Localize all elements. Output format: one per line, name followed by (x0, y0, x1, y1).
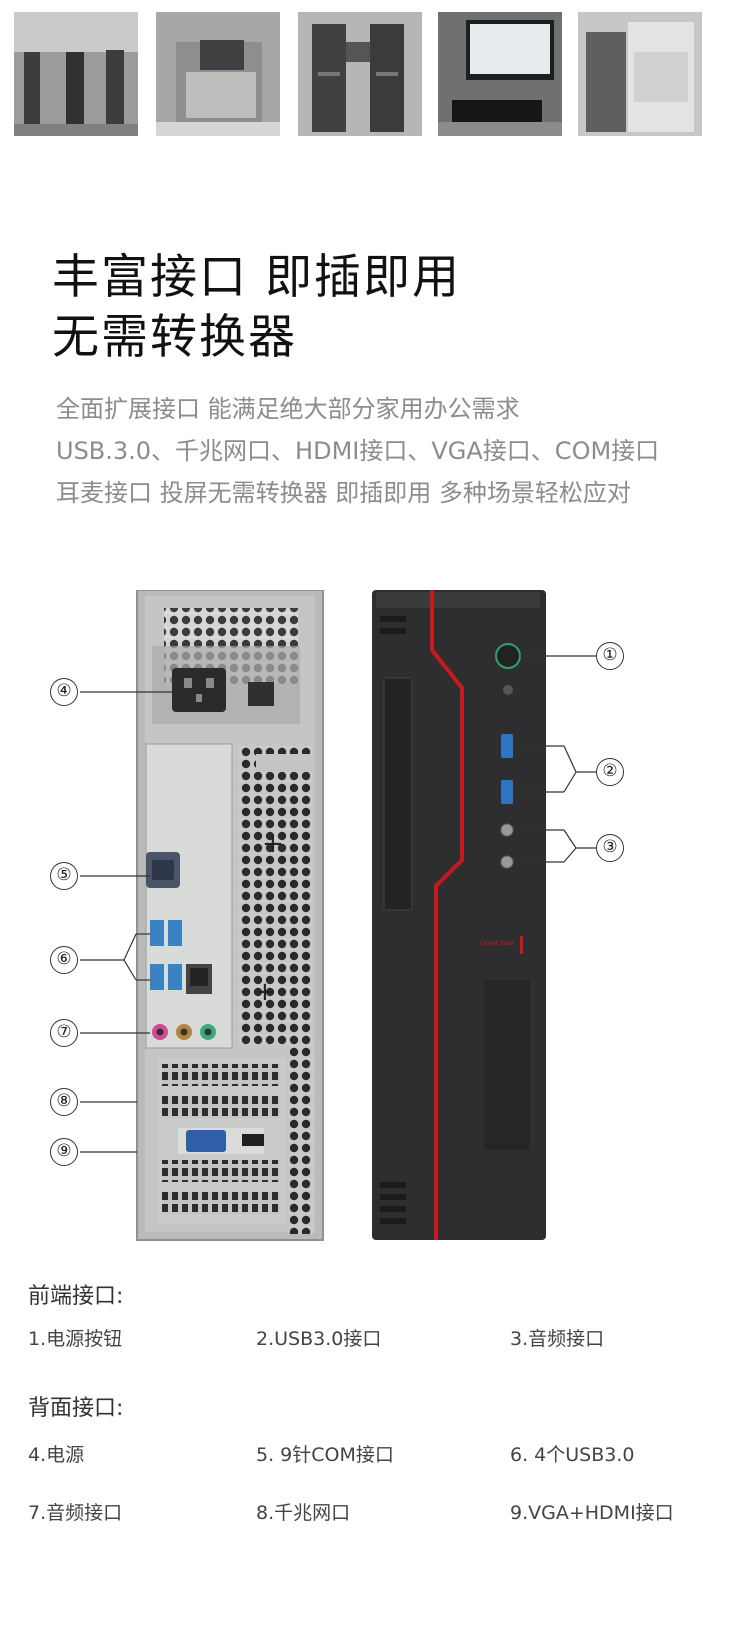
back-port-item: 4.电源 (28, 1444, 85, 1466)
svg-text:+: + (262, 829, 284, 859)
callout-6: ⑥ (50, 946, 78, 974)
brand-mark: Great Wall (480, 939, 514, 947)
rear-panel-view: + + (136, 589, 324, 1241)
pc-illustration: + + (80, 589, 596, 1241)
back-port-item: 8.千兆网口 (256, 1502, 351, 1524)
feature-description: 全面扩展接口 能满足绝大部分家用办公需求 USB.3.0、千兆网口、HDMI接口… (56, 388, 659, 514)
back-port-item: 7.音频接口 (28, 1502, 123, 1524)
office-pc-towers-photo (14, 12, 138, 136)
callout-7: ⑦ (50, 1019, 78, 1047)
description-line-2: USB.3.0、千兆网口、HDMI接口、VGA接口、COM接口 (56, 437, 660, 465)
callout-9: ⑨ (50, 1138, 78, 1166)
product-port-diagram: + + (0, 589, 742, 1290)
callout-1: ① (596, 642, 624, 670)
description-line-1: 全面扩展接口 能满足绝大部分家用办公需求 (56, 395, 520, 423)
back-port-item: 9.VGA+HDMI接口 (510, 1502, 674, 1524)
pc-chassis-closeup-photo (156, 12, 280, 136)
svg-text:+: + (254, 977, 276, 1007)
headline: 丰富接口 即插即用 无需转换器 (52, 248, 461, 368)
desktop-monitor-keyboard-photo (438, 12, 562, 136)
headline-line-2: 无需转换器 (52, 310, 297, 365)
callout-3: ③ (596, 834, 624, 862)
back-port-item: 6. 4个USB3.0 (510, 1444, 635, 1466)
callout-4: ④ (50, 678, 78, 706)
front-port-item: 2.USB3.0接口 (256, 1328, 382, 1350)
callout-2: ② (596, 758, 624, 786)
callout-8: ⑧ (50, 1088, 78, 1116)
pc-towers-pair-photo (298, 12, 422, 136)
description-line-3: 耳麦接口 投屏无需转换器 即插即用 多种场景轻松应对 (56, 479, 631, 507)
back-ports-heading: 背面接口: (28, 1396, 124, 1421)
photo-strip (0, 0, 742, 150)
headline-line-1: 丰富接口 即插即用 (52, 250, 461, 305)
back-port-item: 5. 9针COM接口 (256, 1444, 394, 1466)
front-ports-heading: 前端接口: (28, 1284, 124, 1309)
callout-5: ⑤ (50, 862, 78, 890)
front-port-item: 3.音频接口 (510, 1328, 605, 1350)
packaged-boxes-photo (578, 12, 702, 136)
front-panel-view: Great Wall (372, 590, 546, 1240)
front-port-item: 1.电源按钮 (28, 1328, 123, 1350)
